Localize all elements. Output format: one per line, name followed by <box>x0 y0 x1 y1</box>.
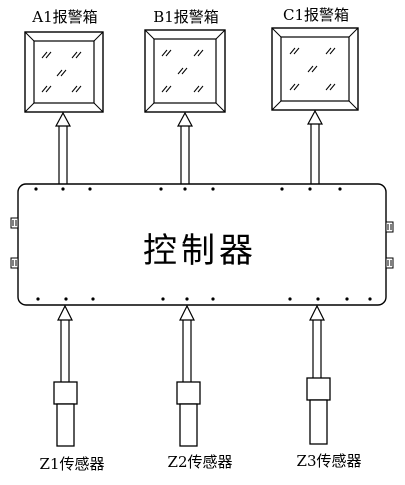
alarm-box-a1: A1报警箱 <box>24 8 104 113</box>
sensor-z1: Z1传感器 <box>40 381 105 473</box>
alarm-box-a1-label: A1报警箱 <box>31 8 97 26</box>
alarm-box-b1-label: B1报警箱 <box>153 8 219 26</box>
arrow-to-a1 <box>54 111 72 184</box>
alarm-box-c1: C1报警箱 <box>271 6 359 111</box>
arrow-from-z1 <box>57 304 73 382</box>
controller-rivets <box>34 187 372 301</box>
sensor-z1-label: Z1传感器 <box>40 455 105 473</box>
sensor-z3-label: Z3传感器 <box>297 452 362 470</box>
sensor-z3: Z3传感器 <box>297 377 362 470</box>
controller-right-connectors <box>385 221 394 269</box>
arrow-from-z3 <box>309 304 325 378</box>
arrow-from-z2 <box>179 304 195 382</box>
sensor-z2-label: Z2传感器 <box>168 453 233 471</box>
controller: 控制器 <box>10 183 394 306</box>
controller-left-connectors <box>10 217 19 269</box>
controller-label: 控制器 <box>143 231 257 271</box>
alarm-box-b1: B1报警箱 <box>144 8 226 113</box>
arrow-to-c1 <box>306 109 324 184</box>
arrow-to-b1 <box>176 111 194 184</box>
sensor-z2: Z2传感器 <box>168 381 233 471</box>
alarm-box-c1-label: C1报警箱 <box>283 6 349 24</box>
